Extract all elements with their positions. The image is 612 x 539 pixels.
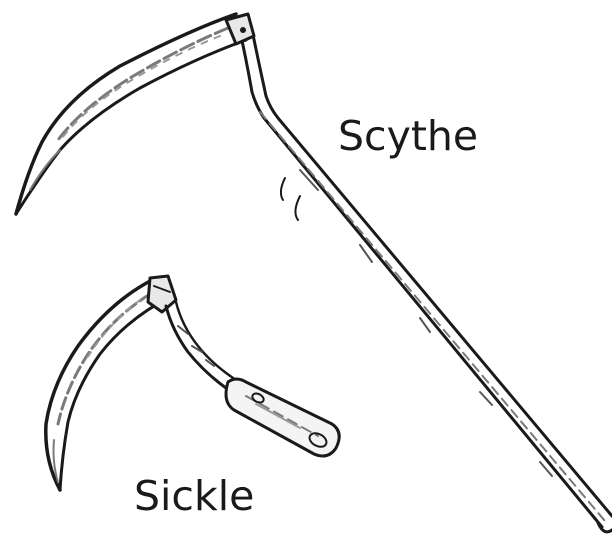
scythe-grip	[281, 178, 300, 220]
scythe-blade	[16, 14, 254, 214]
sickle-drawing	[46, 276, 339, 490]
sickle-blade	[46, 276, 176, 490]
scythe-handle	[238, 22, 612, 532]
sickle-label: Sickle	[134, 476, 254, 517]
scythe-label: Scythe	[338, 116, 478, 157]
sickle-handle	[226, 379, 339, 456]
sickle-tang	[166, 302, 236, 388]
